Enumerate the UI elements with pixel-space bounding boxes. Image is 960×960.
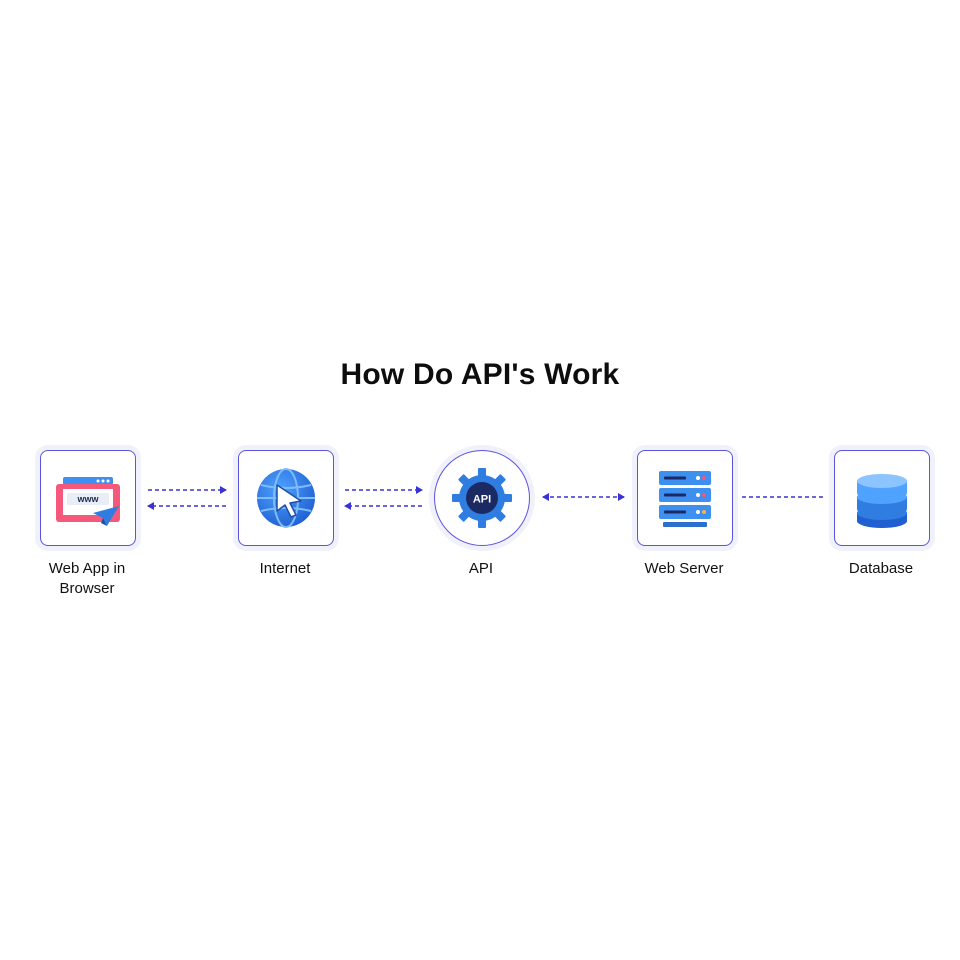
browser-window-icon: www — [56, 477, 120, 526]
browser-icon-text: www — [76, 494, 99, 504]
node-web-app-box: www — [40, 450, 136, 546]
node-web-app-label: Web App in Browser — [7, 559, 167, 599]
node-database-box — [834, 450, 930, 546]
node-api-circle: API — [434, 450, 530, 546]
database-icon — [857, 474, 907, 528]
api-gear-icon: API — [452, 468, 512, 528]
node-api-label: API — [468, 560, 494, 577]
node-web-server-label: Web Server — [644, 560, 724, 577]
node-web-app-label-text: Web App in Browser — [48, 560, 126, 597]
api-badge-text: API — [473, 494, 491, 506]
node-internet-label: Internet — [259, 560, 311, 577]
globe-cursor-icon — [257, 468, 315, 528]
node-web-server-box — [637, 450, 733, 546]
node-database-label: Database — [848, 560, 914, 577]
server-rack-icon — [659, 471, 711, 527]
node-internet-box — [238, 450, 334, 546]
diagram-title: How Do API's Work — [340, 358, 620, 391]
